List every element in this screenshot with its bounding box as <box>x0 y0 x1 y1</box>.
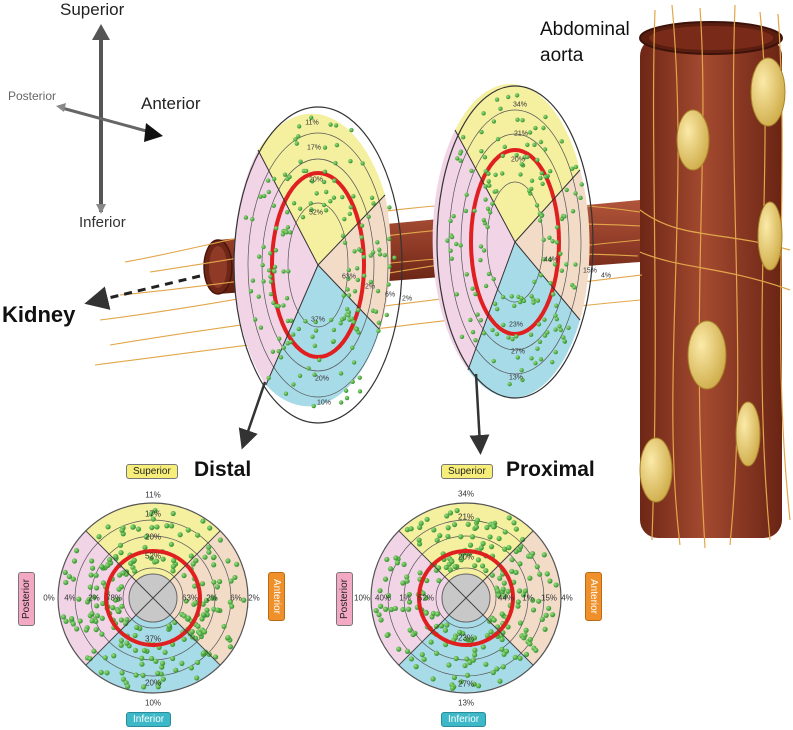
proximal-tag-anterior: Anterior <box>585 572 602 622</box>
proximal-title: Proximal <box>506 458 595 481</box>
distal-inf-pct-outer: 10% <box>144 698 162 708</box>
proximal-cross-section-3d <box>432 84 594 399</box>
aorta-nerve-fibers <box>634 4 791 549</box>
proximal-ant-pct-2: 1% <box>522 593 534 603</box>
proximal-inf-pct-2: 27% <box>457 679 475 689</box>
distal-tag-inferior: Inferior <box>126 712 172 727</box>
distal-post-pct-3: 2% <box>88 593 100 603</box>
distal3d-pct-5: 63% <box>341 273 357 281</box>
distal3d-pct-7: 6% <box>384 291 396 299</box>
distal-sup-pct-inner: 52% <box>144 551 162 561</box>
distal-tag-posterior: Posterior <box>18 572 35 627</box>
proximal3d-pct-2: 21% <box>513 130 529 138</box>
proximal-ant-pct-3: 15% <box>540 593 558 603</box>
axis-label-inferior: Inferior <box>79 214 126 231</box>
proximal-post-pct-2: 40% <box>374 593 392 603</box>
distal3d-pct-2: 17% <box>306 144 322 152</box>
proximal-ant-pct-inner: 44% <box>497 593 515 603</box>
proximal-sup-pct-2: 21% <box>457 512 475 522</box>
proximal3d-pct-6: 4% <box>600 272 612 280</box>
proximal-post-pct-3: 1% <box>399 593 411 603</box>
axis-label-posterior: Posterior <box>8 89 57 103</box>
proximal-post-pct-inner: 52% <box>417 593 435 603</box>
proximal3d-pct-5: 15% <box>582 267 598 275</box>
kidney-label: Kidney <box>2 302 76 327</box>
distal-title: Distal <box>194 458 252 481</box>
aorta-label-line2: aorta <box>540 45 584 66</box>
distal3d-pct-4: 52% <box>308 209 324 217</box>
distal-down-arrow <box>238 381 267 450</box>
proximal-tag-superior: Superior <box>441 464 493 479</box>
distal3d-pct-10: 20% <box>314 375 330 383</box>
distal-ant-pct-2: 2% <box>206 593 218 603</box>
distal3d-pct-8: 2% <box>401 295 413 303</box>
distal-ant-pct-3: 6% <box>230 593 242 603</box>
proximal3d-pct-3: 20% <box>510 156 526 164</box>
distal3d-pct-9: 37% <box>310 316 326 324</box>
proximal-post-pct-outer: 10% <box>353 593 371 603</box>
proximal3d-pct-7: 23% <box>508 321 524 329</box>
distal-cross-section <box>57 502 249 694</box>
distal-tag-anterior: Anterior <box>268 572 285 622</box>
proximal3d-pct-1: 34% <box>512 101 528 109</box>
distal3d-pct-3: 20% <box>308 176 324 184</box>
ganglia <box>639 57 786 503</box>
proximal-tag-inferior: Inferior <box>441 712 487 727</box>
distal-inf-pct-inner: 37% <box>144 634 162 644</box>
proximal-down-arrow <box>469 373 490 455</box>
proximal-inf-pct-outer: 13% <box>457 698 475 708</box>
axis-label-superior: Superior <box>60 0 125 19</box>
proximal3d-pct-4: 44% <box>543 256 559 264</box>
distal3d-pct-6: 2% <box>364 283 376 291</box>
proximal-sup-pct-inner: 20% <box>457 552 475 562</box>
distal-sup-pct-2: 17% <box>144 509 162 519</box>
distal3d-pct-1: 11% <box>305 119 319 127</box>
proximal-sup-pct-outer: 34% <box>457 489 475 499</box>
distal-sup-pct-outer: 11% <box>145 490 161 500</box>
distal-cross-section-3d <box>233 106 403 424</box>
proximal-ant-pct-outer: 4% <box>561 593 573 603</box>
proximal-tag-posterior: Posterior <box>336 572 353 627</box>
axis-label-anterior: Anterior <box>141 94 201 113</box>
proximal3d-pct-8: 27% <box>510 348 526 356</box>
proximal-cross-section <box>370 502 562 694</box>
distal-ant-pct-outer: 2% <box>248 593 260 603</box>
distal-post-pct-outer: 0% <box>43 593 55 603</box>
distal-tag-superior: Superior <box>126 464 178 479</box>
aorta-label-line1: Abdominal <box>540 19 630 40</box>
distal-post-pct-inner: 78% <box>105 593 123 603</box>
distal3d-pct-11: 10% <box>316 399 332 407</box>
kidney-direction-arrow <box>84 274 201 310</box>
distal-post-pct-2: 4% <box>64 593 76 603</box>
distal-ant-pct-inner: 63% <box>181 593 199 603</box>
proximal3d-pct-9: 13% <box>508 374 524 382</box>
proximal-inf-pct-inner: 23% <box>457 633 475 643</box>
aorta-label: Abdominal aorta <box>540 17 630 69</box>
orientation-axes <box>56 24 163 214</box>
distal-sup-pct-3: 20% <box>144 532 162 542</box>
distal-inf-pct-2: 20% <box>144 678 162 688</box>
